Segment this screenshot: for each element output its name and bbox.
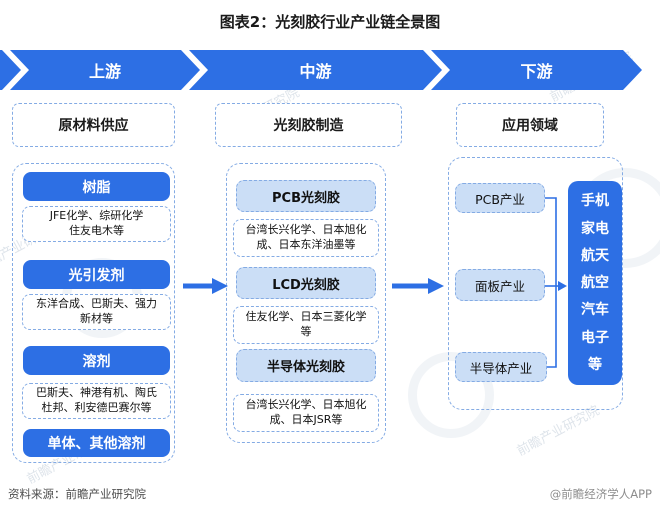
resin-companies-line2: 住友电木等 (69, 224, 124, 237)
industry-pcb-box: PCB产业 (455, 183, 545, 213)
arrow-midstream-to-downstream-icon (392, 278, 444, 294)
brand-note: @前瞻经济学人APP (549, 487, 652, 501)
downstream-container (448, 157, 623, 410)
material-solvent-box: 溶剂 (23, 346, 170, 375)
pcb-photoresist-companies-box: 台湾长兴化学、日本旭化 成、日本东洋油墨等 (233, 219, 379, 257)
application-item: 家电 (581, 220, 609, 237)
solvent-companies-line1: 巴斯夫、神港有机、陶氏 (36, 386, 157, 400)
semiconductor-photoresist-companies-box: 台湾长兴化学、日本旭化 成、日本JSR等 (233, 394, 379, 432)
photoinitiator-companies-line1: 东洋合成、巴斯夫、强力 (36, 297, 157, 311)
pcb-companies-line1: 台湾长兴化学、日本旭化 (245, 223, 367, 237)
lcd-photoresist-companies-box: 住友化学、日本三菱化学 等 (233, 306, 379, 344)
application-item: 等 (588, 356, 602, 373)
product-semiconductor-photoresist-box: 半导体光刻胶 (236, 349, 376, 382)
application-item: 航空 (581, 275, 609, 291)
solvent-companies-line2: 杜邦、利安德巴赛尔等 (41, 401, 152, 414)
arrow-upstream-to-midstream-icon (183, 278, 228, 294)
banner-segment-midstream: 中游 (189, 50, 442, 90)
application-item: 电子 (581, 329, 609, 346)
midstream-header-box: 光刻胶制造 (215, 103, 402, 147)
chart-title: 图表2：光刻胶行业产业链全景图 (219, 13, 441, 31)
photoinitiator-companies-line2: 新材等 (80, 312, 113, 325)
resin-companies-box: JFE化学、综研化学 住友电木等 (22, 206, 171, 242)
product-pcb-photoresist-box: PCB光刻胶 (236, 180, 376, 212)
industry-semiconductor-box: 半导体产业 (455, 352, 547, 382)
lcd-companies-line1: 住友化学、日本三菱化学 (245, 310, 367, 324)
solvent-companies-box: 巴斯夫、神港有机、陶氏 杜邦、利安德巴赛尔等 (22, 383, 171, 419)
material-monomer-box: 单体、其他溶剂 (23, 429, 170, 457)
downstream-header-box: 应用领域 (456, 103, 604, 147)
application-item: 航天 (581, 247, 609, 264)
semi-companies-line2: 成、日本JSR等 (269, 413, 343, 426)
material-photoinitiator-box: 光引发剂 (23, 260, 170, 289)
banner-upstream-label: 上游 (88, 62, 121, 81)
upstream-container (12, 163, 175, 463)
watermark-logo-icon (408, 352, 494, 438)
application-item: 汽车 (581, 302, 609, 319)
resin-companies-line1: JFE化学、综研化学 (49, 209, 144, 223)
applications-box: 手机 家电 航天 航空 汽车 电子 等 (568, 181, 622, 385)
lcd-companies-line2: 等 (300, 325, 312, 338)
semi-companies-line1: 台湾长兴化学、日本旭化 (245, 398, 367, 412)
pcb-companies-line2: 成、日本东洋油墨等 (256, 238, 356, 251)
photoinitiator-companies-box: 东洋合成、巴斯夫、强力 新材等 (22, 294, 171, 330)
banner-downstream-label: 下游 (520, 62, 553, 81)
industry-panel-box: 面板产业 (455, 269, 545, 301)
product-lcd-photoresist-box: LCD光刻胶 (236, 267, 376, 299)
application-item: 手机 (581, 193, 609, 210)
banner-segment-upstream: 上游 (10, 50, 200, 90)
source-note: 资料来源：前瞻产业研究院 (8, 487, 146, 501)
midstream-container (226, 163, 386, 443)
banner-midstream-label: 中游 (299, 62, 332, 81)
material-resin-box: 树脂 (23, 172, 170, 201)
upstream-header-box: 原材料供应 (12, 103, 175, 147)
banner-segment-downstream: 下游 (431, 50, 642, 90)
